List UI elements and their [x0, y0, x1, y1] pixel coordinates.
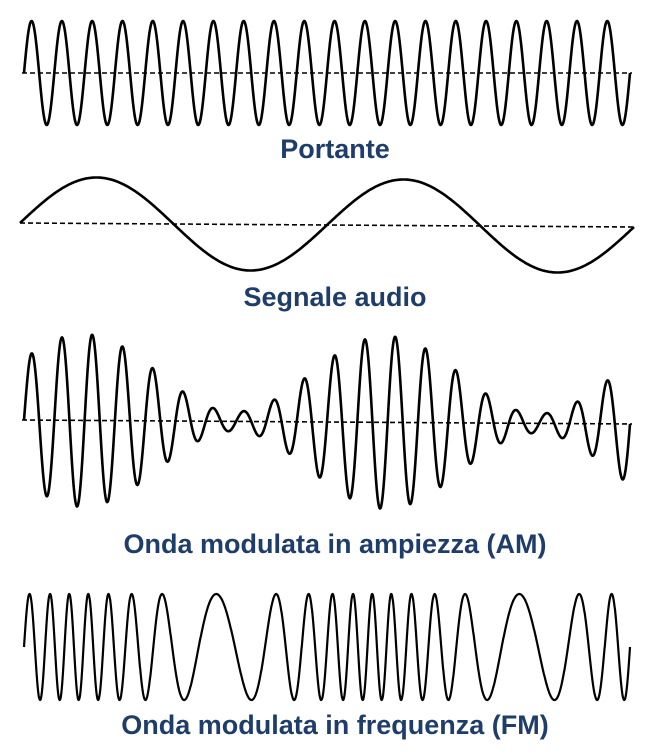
am-caption: Onda modulata in ampiezza (AM): [123, 529, 547, 559]
carrier-wave: [22, 19, 632, 127]
audio-wave: [19, 176, 635, 274]
am-wave: [22, 333, 632, 510]
carrier-caption: Portante: [280, 134, 390, 164]
fm-caption: Onda modulata in frequenza (FM): [121, 710, 549, 740]
carrier-panel: [22, 19, 632, 127]
fm-wave: [22, 592, 632, 702]
am-panel: [21, 333, 633, 510]
audio-panel: [19, 176, 635, 274]
audio-caption: Segnale audio: [243, 282, 427, 312]
fm-panel: [22, 592, 632, 702]
